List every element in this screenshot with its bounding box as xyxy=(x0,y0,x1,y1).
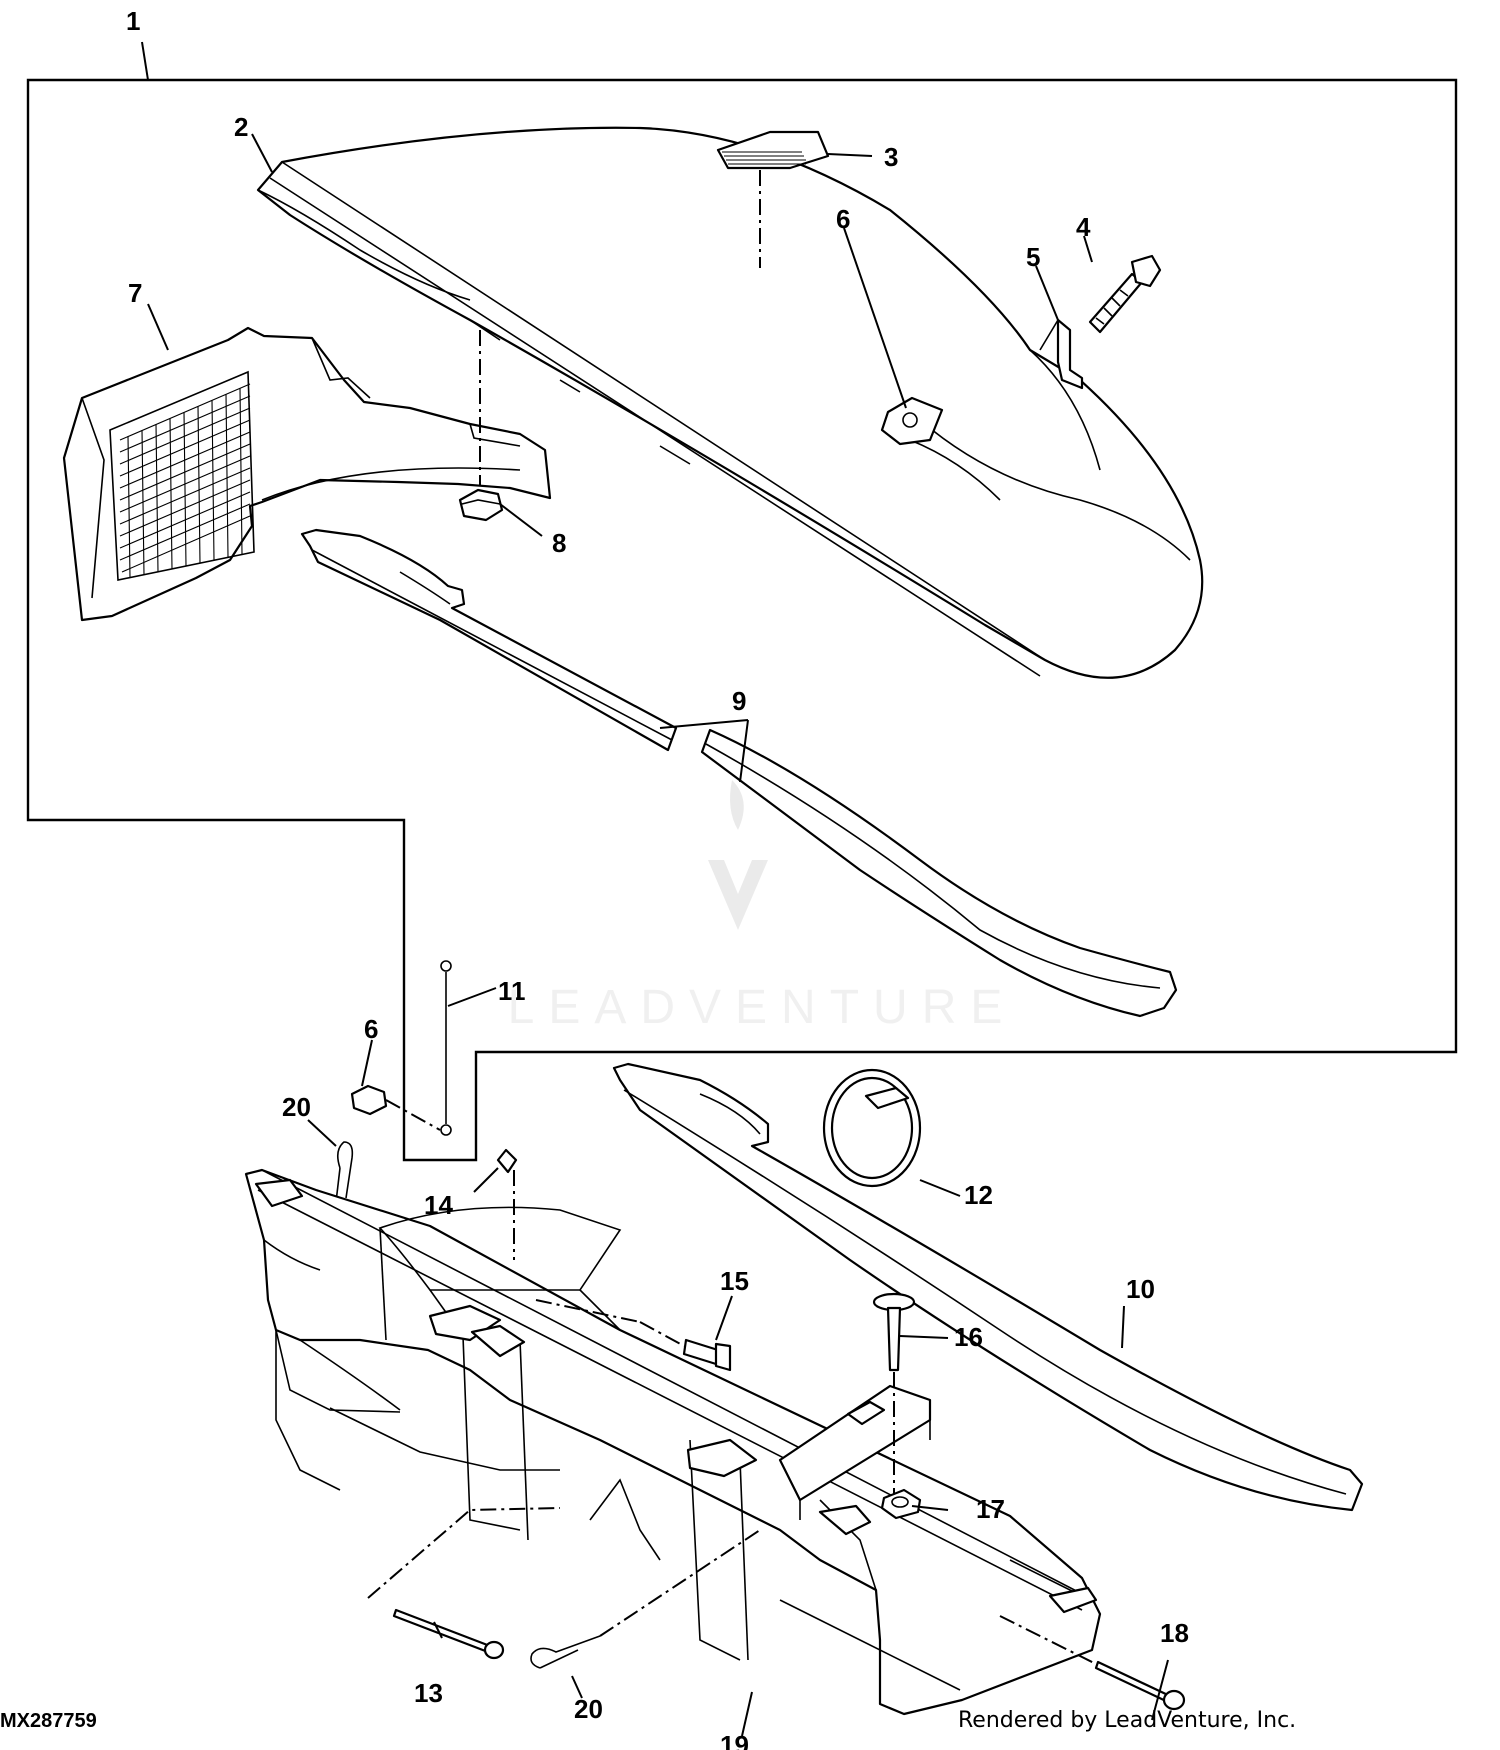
callout-15: 15 xyxy=(720,1266,749,1296)
bolt-part-4 xyxy=(1088,254,1162,334)
bracket-part xyxy=(1039,318,1084,390)
watermark-logo xyxy=(708,780,768,930)
housing-part-19 xyxy=(244,1168,1102,1716)
seal-strip-part-10 xyxy=(612,1062,1364,1512)
clamp-part xyxy=(822,1068,922,1188)
callout-12: 12 xyxy=(964,1180,993,1210)
hairpin-part-20-upper xyxy=(335,1141,354,1203)
hairpin-part-20-lower xyxy=(530,1529,761,1669)
callout-3: 3 xyxy=(884,142,898,172)
pin-part-18 xyxy=(999,1615,1186,1711)
callout-6-upper: 6 xyxy=(836,204,850,234)
callout-8: 8 xyxy=(552,528,566,558)
assembly-frame xyxy=(26,78,1458,1162)
callout-19: 19 xyxy=(720,1730,749,1750)
callout-20-upper: 20 xyxy=(282,1092,311,1122)
callout-16: 16 xyxy=(954,1322,983,1352)
callout-4: 4 xyxy=(1076,212,1091,242)
callout-18: 18 xyxy=(1160,1618,1189,1648)
diagram-id-code: MX287759 xyxy=(0,1710,97,1732)
support-bracket xyxy=(778,1384,932,1520)
callout-20-lower: 20 xyxy=(574,1694,603,1724)
callout-1: 1 xyxy=(126,6,140,36)
grille-part xyxy=(62,326,552,622)
callout-13: 13 xyxy=(414,1678,443,1708)
callout-7: 7 xyxy=(128,278,142,308)
callout-5: 5 xyxy=(1026,242,1040,272)
bolt-part-15 xyxy=(535,1299,732,1372)
seal-strip-part-9 xyxy=(300,528,1178,1018)
tether-part-11 xyxy=(440,960,452,1136)
callout-9: 9 xyxy=(732,686,746,716)
callout-10: 10 xyxy=(1126,1274,1155,1304)
nut-part-6-lower xyxy=(350,1084,388,1116)
callout-17: 17 xyxy=(976,1494,1005,1524)
nut-part-8 xyxy=(458,488,504,522)
callout-2: 2 xyxy=(234,112,248,142)
render-credit: Rendered by LeadVenture, Inc. xyxy=(958,1708,1297,1733)
bolt-part-16 xyxy=(872,1292,916,1500)
callout-14: 14 xyxy=(424,1190,453,1220)
callout-11: 11 xyxy=(498,976,526,1006)
nut-part-6-cover xyxy=(880,396,944,446)
leader-lines xyxy=(141,41,1169,1737)
cover-part xyxy=(256,126,1204,679)
clip-part-14 xyxy=(496,1148,518,1260)
fastener-alignment-line-6 xyxy=(385,1099,441,1131)
decal-part xyxy=(716,130,830,170)
callout-6-lower: 6 xyxy=(364,1014,378,1044)
watermark-text: LEADVENTURE xyxy=(507,981,1017,1034)
nut-part-17 xyxy=(880,1488,922,1520)
callout-labels: 1 2 3 4 5 6 7 8 9 10 11 12 13 14 15 16 1… xyxy=(126,6,1189,1750)
grille-mesh xyxy=(119,383,251,579)
pin-part-13 xyxy=(367,1507,561,1660)
